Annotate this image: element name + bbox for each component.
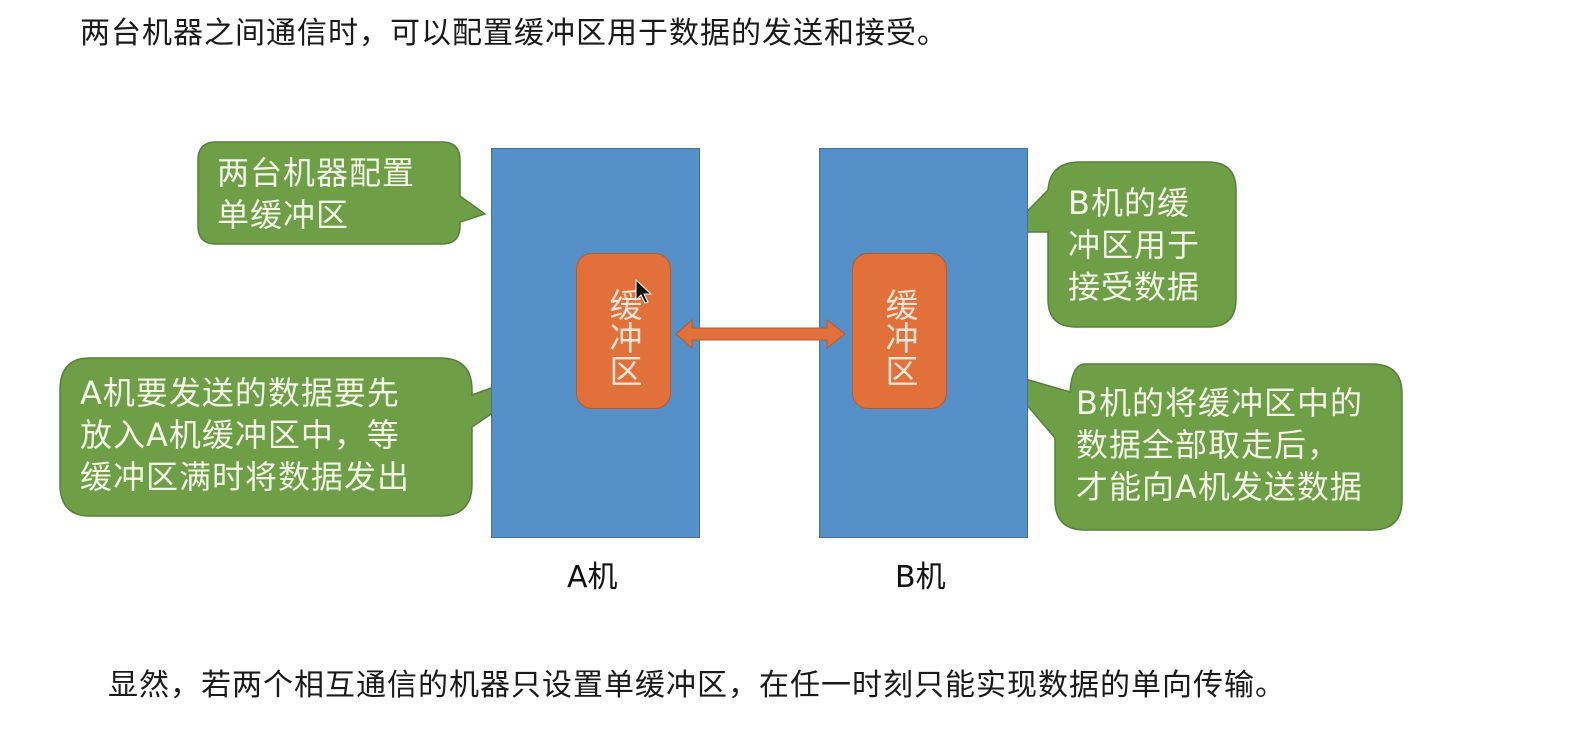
callout-text-b-send-back: B机的将缓冲区中的 数据全部取走后， 才能向A机发送数据 — [1076, 384, 1363, 506]
callout-bubble-b-send-back — [995, 363, 1403, 531]
slide-conclusion: 显然，若两个相互通信的机器只设置单缓冲区，在任一时刻只能实现数据的单向传输。 — [108, 668, 1286, 703]
callout-text-b-receive: B机的缓 冲区用于 接受数据 — [1068, 184, 1201, 306]
callout-bubble-single-buffer-config — [197, 141, 487, 245]
machine-a-buffer: 缓冲区 — [576, 253, 671, 409]
callout-bubble-b-receive — [1005, 161, 1237, 328]
machine-b-label: B机 — [895, 560, 946, 595]
callout-text-single-buffer-config: 两台机器配置 单缓冲区 — [217, 154, 416, 234]
callout-text-a-send: A机要发送的数据要先 放入A机缓冲区中，等 缓冲区满时将数据发出 — [80, 374, 411, 496]
machine-b-buffer: 缓冲区 — [852, 253, 947, 409]
slide-title: 两台机器之间通信时，可以配置缓冲区用于数据的发送和接受。 — [80, 16, 948, 51]
callout-bubble-a-send — [59, 356, 576, 517]
machine-a-label: A机 — [567, 560, 618, 595]
